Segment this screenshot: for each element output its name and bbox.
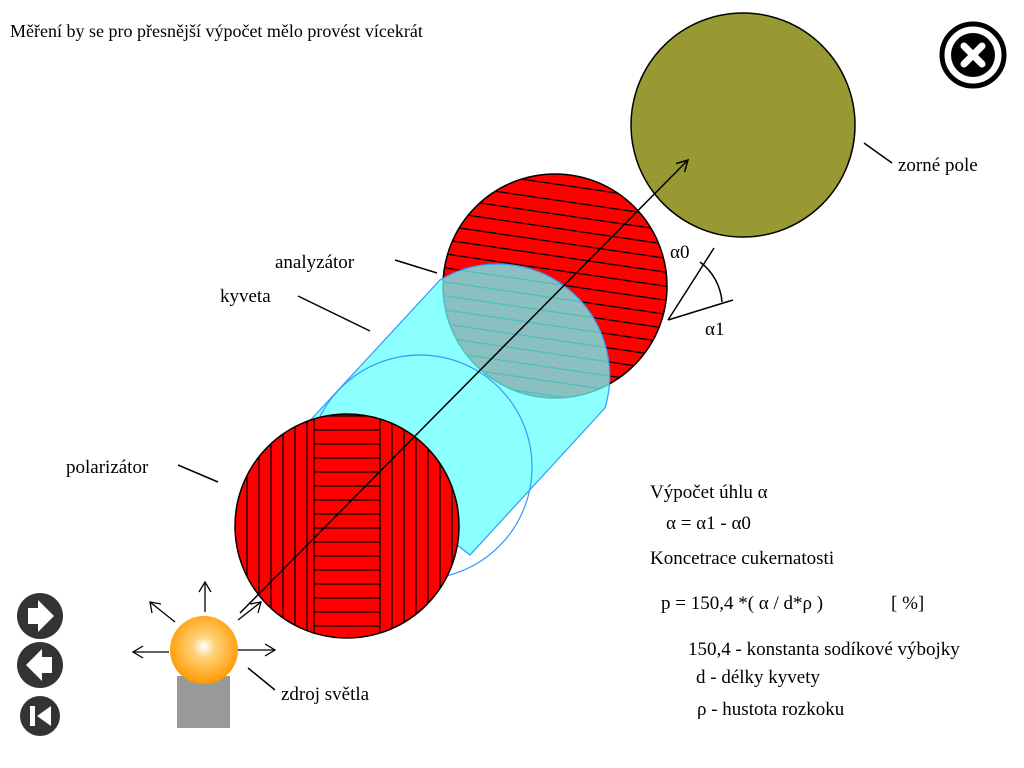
field-of-view xyxy=(630,12,856,238)
light-beam-arrow xyxy=(239,158,690,614)
lamp-bulb xyxy=(170,616,238,684)
next-button[interactable] xyxy=(17,593,63,639)
legend-density: ρ - hustota rozkoku xyxy=(697,699,845,720)
measurement-note: Měření by se pro přesnější výpočet mělo … xyxy=(10,21,423,41)
label-cuvette: kyveta xyxy=(220,286,271,307)
label-alpha1: α1 xyxy=(705,319,725,340)
legend-constant: 150,4 - konstanta sodíkové výbojky xyxy=(688,639,960,660)
concentration-unit: [ %] xyxy=(891,593,925,614)
label-light-source: zdroj světla xyxy=(281,684,370,705)
first-button[interactable] xyxy=(20,696,60,736)
lamp-base xyxy=(177,676,230,728)
light-source xyxy=(170,616,238,728)
label-field-of-view: zorné pole xyxy=(898,155,978,176)
close-button[interactable] xyxy=(939,21,1007,89)
light-rays xyxy=(131,580,277,659)
angle-heading: Výpočet úhlu α xyxy=(650,482,768,503)
angle-indicator xyxy=(667,247,734,321)
previous-button[interactable] xyxy=(17,642,63,688)
label-analyzer: analyzátor xyxy=(275,252,355,273)
polarizer xyxy=(234,413,460,639)
legend-cuvette-length: d - délky kyvety xyxy=(696,667,821,688)
angle-formula: α = α1 - α0 xyxy=(666,513,751,534)
label-alpha0: α0 xyxy=(670,242,690,263)
label-leader-lines xyxy=(177,142,893,691)
concentration-formula: p = 150,4 *( α / d*ρ ) xyxy=(661,593,824,614)
label-polarizer: polarizátor xyxy=(66,457,149,478)
concentration-heading: Koncetrace cukernatosti xyxy=(650,548,835,569)
